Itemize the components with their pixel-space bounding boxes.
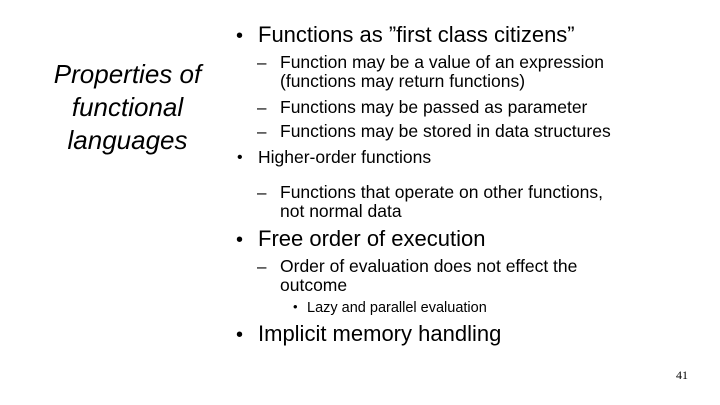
bullet-dash-icon: – (257, 98, 267, 117)
bullet-text: not normal data (280, 201, 402, 221)
sub-bullet-operate-on-functions: – Functions that operate on other functi… (257, 182, 603, 203)
bullet-dash-icon: – (257, 122, 267, 141)
bullet-text: Higher-order functions (258, 147, 432, 167)
bullet-text: (functions may return functions) (280, 71, 526, 91)
page-number: 41 (676, 368, 688, 382)
bullet-text: Implicit memory handling (258, 321, 502, 346)
sub-bullet-function-value: – Function may be a value of an expressi… (257, 52, 604, 73)
sub-bullet-order-of-evaluation-cont: outcome (280, 275, 347, 296)
slide-title: Properties of functional languages (53, 59, 202, 155)
bullet-dot-icon: • (237, 149, 243, 166)
sub-bullet-stored-in-structures: – Functions may be stored in data struct… (257, 121, 611, 142)
bullet-text: outcome (280, 275, 348, 295)
sub-bullet-operate-on-functions-cont: not normal data (280, 201, 402, 222)
bullet-text: Functions that operate on other function… (280, 182, 603, 202)
bullet-dash-icon: – (257, 53, 267, 72)
sub-bullet-function-value-cont: (functions may return functions) (280, 71, 525, 92)
bullet-dash-icon: – (257, 183, 267, 202)
bullet-dot-icon: • (293, 299, 298, 314)
bullet-text: Function may be a value of an expression (280, 52, 604, 72)
sub-bullet-passed-as-parameter: – Functions may be passed as parameter (257, 97, 588, 118)
bullet-free-order-execution: • Free order of execution (236, 226, 486, 252)
bullet-dot-icon: • (236, 25, 244, 47)
bullet-text: Functions may be stored in data structur… (280, 121, 611, 141)
bullet-functions-first-class: • Functions as ”first class citizens” (236, 22, 575, 48)
bullet-dot-icon: • (236, 324, 244, 346)
bullet-dash-icon: – (257, 257, 267, 276)
bullet-higher-order-functions: • Higher-order functions (237, 147, 432, 168)
bullet-implicit-memory: • Implicit memory handling (236, 321, 502, 347)
bullet-text: Functions as ”first class citizens” (258, 22, 575, 47)
bullet-text: Functions may be passed as parameter (280, 97, 588, 117)
bullet-text: Free order of execution (258, 226, 486, 251)
sub-sub-bullet-lazy-parallel: • Lazy and parallel evaluation (293, 299, 487, 317)
sub-bullet-order-of-evaluation: – Order of evaluation does not effect th… (257, 256, 578, 277)
bullet-dot-icon: • (236, 229, 244, 251)
bullet-text: Order of evaluation does not effect the (280, 256, 578, 276)
bullet-text: Lazy and parallel evaluation (307, 300, 487, 316)
